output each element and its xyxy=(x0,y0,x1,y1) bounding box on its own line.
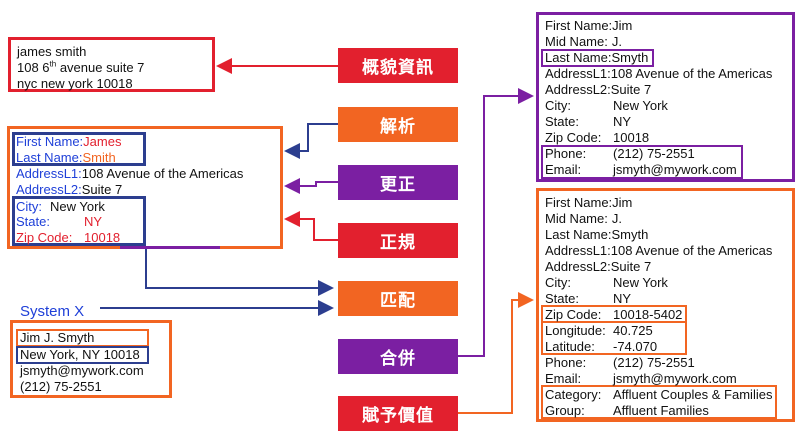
step-merge: 合併 xyxy=(338,339,458,374)
merged-field: First Name:Jim xyxy=(545,18,633,33)
arrow-parse xyxy=(284,123,338,159)
merged-field: Last Name:Smyth xyxy=(545,50,649,65)
merged-field: City:New York xyxy=(545,98,668,113)
arrow-enrich xyxy=(458,292,534,414)
enriched-field: AddressL2:Suite 7 xyxy=(545,259,652,274)
merged-field: Zip Code:10018 xyxy=(545,130,650,145)
enriched-field: Latitude:-74.070 xyxy=(545,339,658,354)
enriched-field: First Name:Jim xyxy=(545,195,633,210)
raw-address: 108 6th avenue suite 7 xyxy=(17,59,145,75)
enriched-field: Last Name:Smyth xyxy=(545,227,649,242)
step-profile: 概貌資訊 xyxy=(338,48,458,83)
raw-city-line: nyc new york 10018 xyxy=(17,76,133,91)
parsed-address1: AddressL1:108 Avenue of the Americas xyxy=(16,166,244,181)
step-correct: 更正 xyxy=(338,165,458,200)
name-highlight xyxy=(12,132,146,166)
merged-field: AddressL1:108 Avenue of the Americas xyxy=(545,66,773,81)
enriched-record-box xyxy=(536,188,795,422)
system-x-name: Jim J. Smyth xyxy=(20,330,95,345)
step-match: 匹配 xyxy=(338,281,458,316)
system-x-box xyxy=(10,320,172,398)
parsed-address2: AddressL2:Suite 7 xyxy=(16,182,123,197)
step-enrich: 賦予價值 xyxy=(338,396,458,431)
enriched-field: Group:Affluent Families xyxy=(545,403,709,418)
merged-field: State:NY xyxy=(545,114,632,129)
merged-record-box xyxy=(536,12,795,182)
enriched-field: Longitude:40.725 xyxy=(545,323,653,338)
system-x-email: jsmyth@mywork.com xyxy=(20,363,144,378)
arrow-standardize xyxy=(284,211,338,241)
merged-field: Email:jsmyth@mywork.com xyxy=(545,162,737,177)
enriched-geo-highlight xyxy=(541,321,687,355)
system-x-city-line: New York, NY 10018 xyxy=(20,347,140,362)
parsed-last-name: Last Name:Smith xyxy=(16,150,116,165)
step-standardize: 正規 xyxy=(338,223,458,258)
parsed-city: City:New York xyxy=(16,199,105,214)
parsed-first-name: First Name:James xyxy=(16,134,122,149)
merged-field: AddressL2:Suite 7 xyxy=(545,82,652,97)
enriched-field: Phone:(212) 75-2551 xyxy=(545,355,695,370)
parsed-state: State:NY xyxy=(16,214,103,229)
system-x-phone: (212) 75-2551 xyxy=(20,379,102,394)
enriched-field: Mid Name:J. xyxy=(545,211,622,226)
enriched-segment-highlight xyxy=(541,385,777,419)
parsed-box-accent xyxy=(120,246,220,249)
merged-field: Phone:(212) 75-2551 xyxy=(545,146,695,161)
arrow-merge xyxy=(458,88,534,357)
enriched-field: Category:Affluent Couples & Families xyxy=(545,387,773,402)
system-x-city-highlight xyxy=(16,346,149,364)
merged-last-name-highlight xyxy=(541,49,654,67)
enriched-field: Email:jsmyth@mywork.com xyxy=(545,371,737,386)
arrow-to-match-1 xyxy=(145,247,334,296)
parsed-zip: Zip Code:10018 xyxy=(16,230,121,245)
arrow-correct xyxy=(284,178,338,194)
system-x-label: System X xyxy=(20,303,85,320)
enriched-field: State:NY xyxy=(545,291,632,306)
location-highlight xyxy=(12,196,146,246)
enriched-field: Zip Code:10018-5402 xyxy=(545,307,683,322)
step-parse: 解析 xyxy=(338,107,458,142)
merged-field: Mid Name:J. xyxy=(545,34,622,49)
raw-name: james smith xyxy=(17,44,87,59)
enriched-field: AddressL1:108 Avenue of the Americas xyxy=(545,243,773,258)
merged-contact-highlight xyxy=(541,145,743,179)
enriched-field: City:New York xyxy=(545,275,668,290)
raw-record-box: james smith 108 6th avenue suite 7 nyc n… xyxy=(8,37,215,92)
